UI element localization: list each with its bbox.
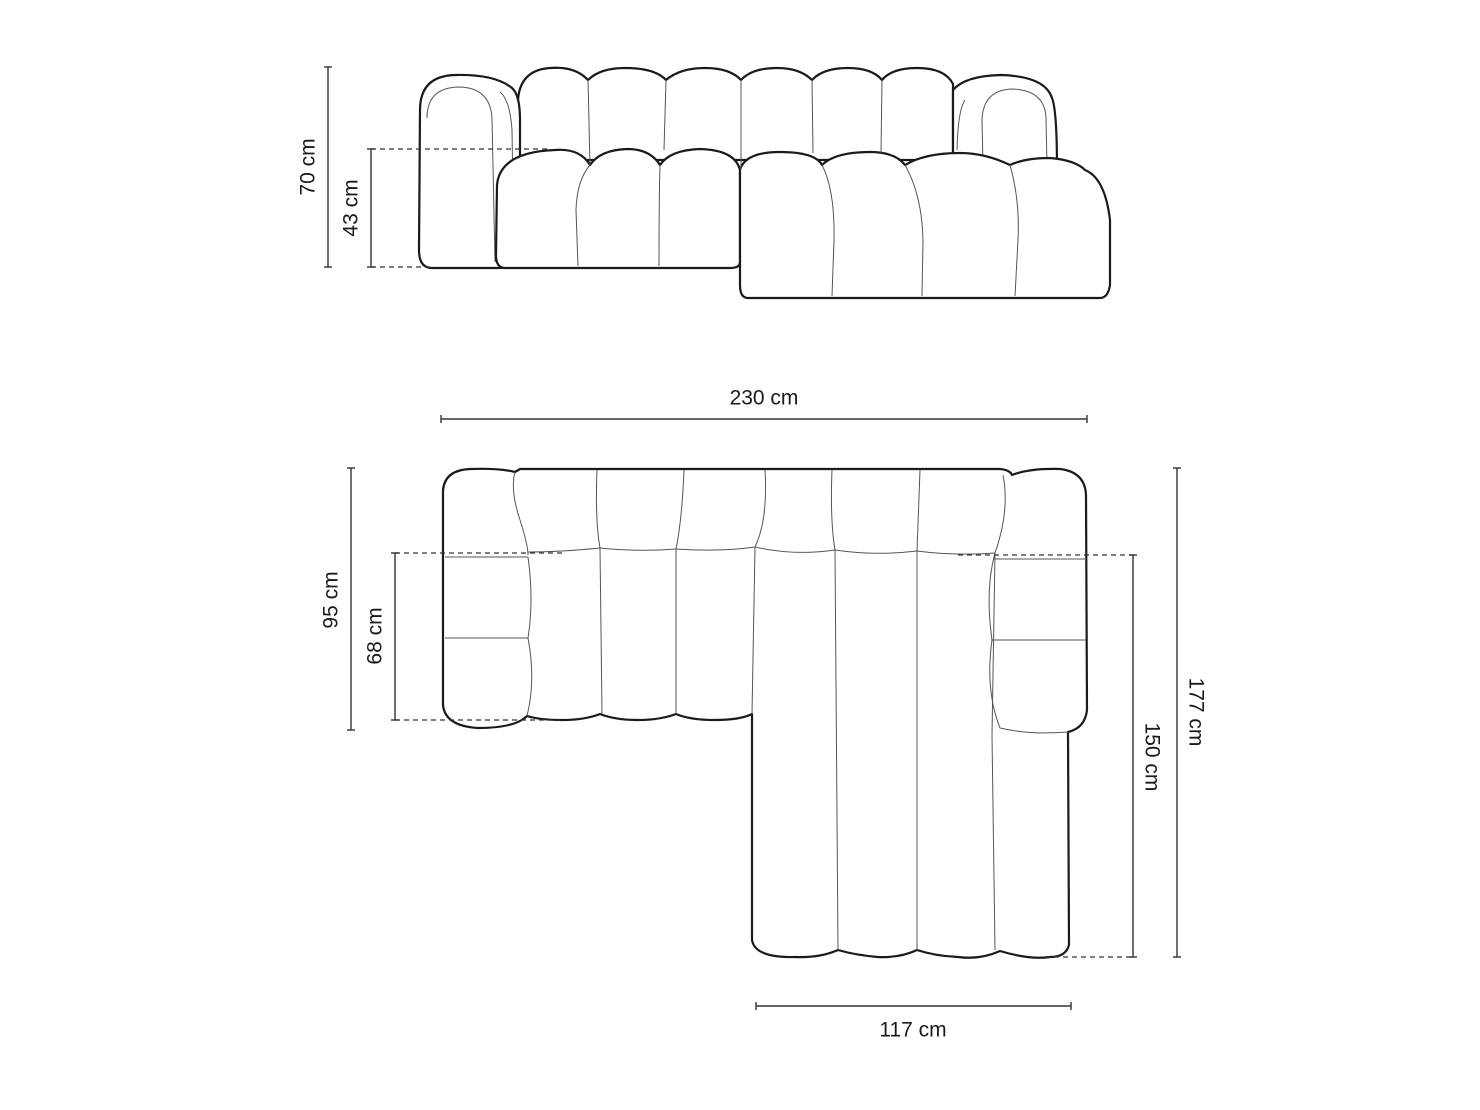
- dim-seat-depth: 68 cm: [363, 607, 387, 665]
- dim-chaise-width: 117 cm: [879, 1018, 947, 1042]
- sofa-plan-outline: [441, 467, 1089, 959]
- chaise-block: [738, 150, 1112, 300]
- left-seat-block: [494, 147, 742, 270]
- back-cushions: [516, 66, 955, 162]
- dim-total-height: 70 cm: [296, 138, 320, 196]
- dim-chaise-seat-length: 150 cm: [1140, 722, 1164, 792]
- dim-seat-height: 43 cm: [339, 179, 363, 237]
- dim-depth: 95 cm: [319, 571, 343, 629]
- front-view: [324, 66, 1112, 300]
- right-arm: [951, 73, 1059, 172]
- dim-chaise-length: 177 cm: [1184, 677, 1208, 747]
- dim-total-width: 230 cm: [729, 386, 799, 410]
- top-view: [347, 415, 1181, 1010]
